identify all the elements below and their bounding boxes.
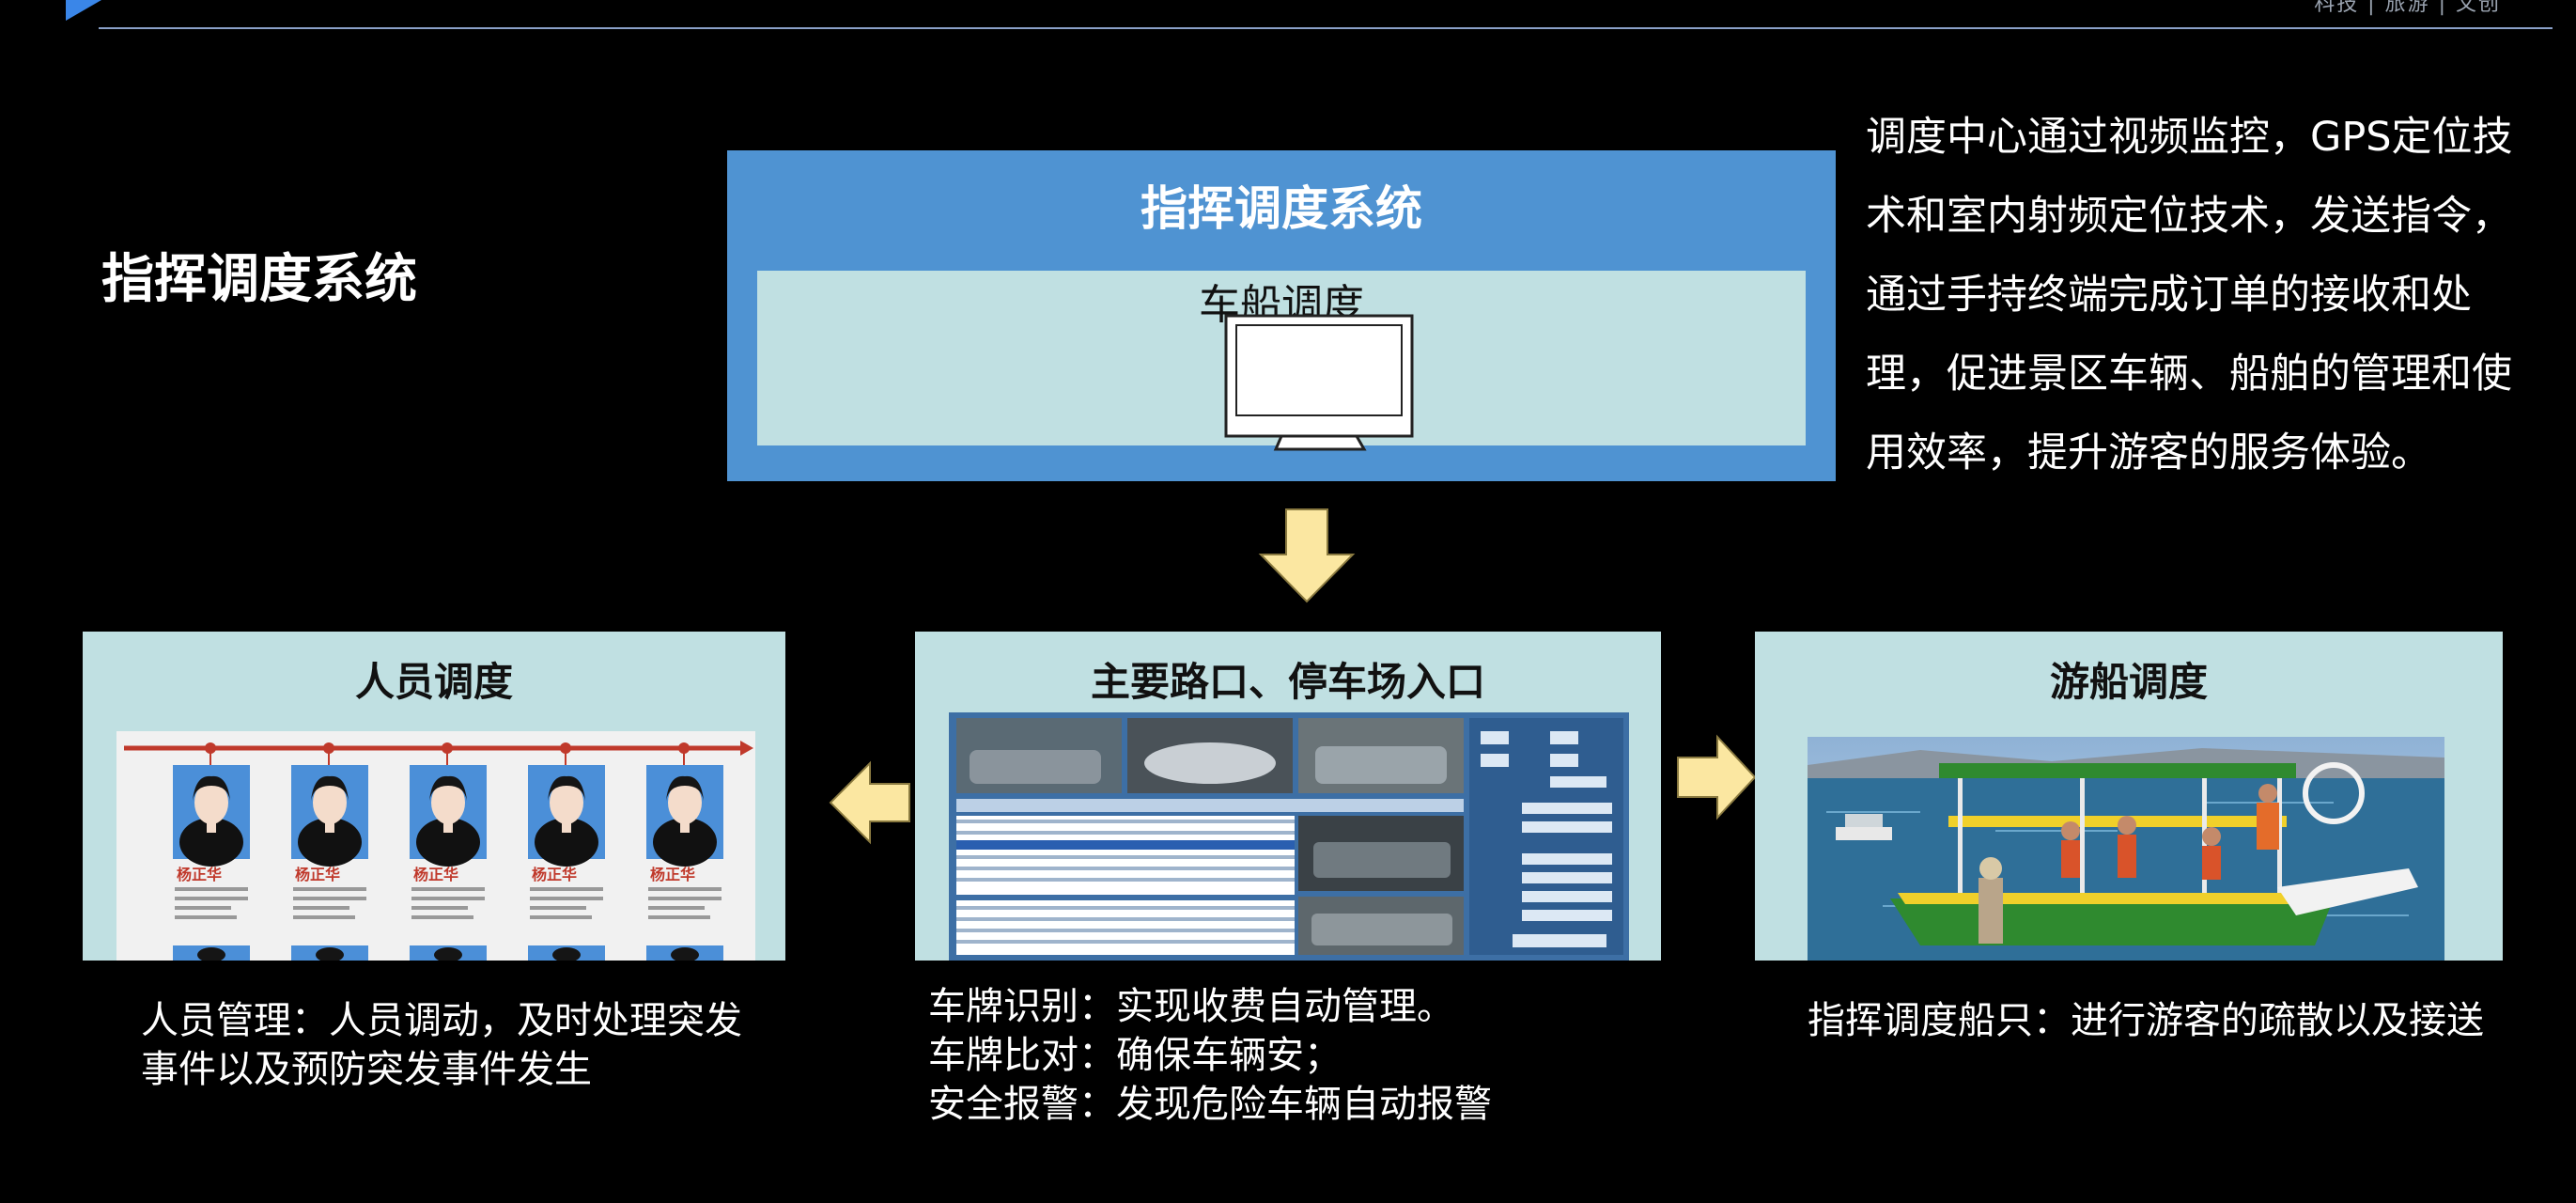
caption-line-plate-comparison: 车牌比对：确保车辆安； (928, 1034, 1342, 1077)
caption-line-security-alarm: 安全报警：发现危险车辆自动报警 (928, 1083, 1492, 1126)
command-system-box: 指挥调度系统 车船调度 (727, 150, 1836, 481)
arrow-right-icon (1677, 734, 1757, 820)
arrow-left-icon (829, 760, 910, 845)
system-description: 调度中心通过视频监控，GPS定位技术和室内射频定位技术，发送指令，通过手持终端完… (1866, 114, 2513, 477)
page-title: 指挥调度系统 (101, 249, 417, 310)
personnel-photo-roster-image: 杨正华 (116, 731, 755, 961)
arrow-down-icon (1258, 508, 1356, 603)
boat-dispatch-title: 游船调度 (2049, 659, 2208, 705)
command-system-title: 指挥调度系统 (1141, 181, 1422, 236)
vehicle-boat-dispatch-panel: 车船调度 (757, 271, 1806, 451)
id-name-text: 杨正华 (177, 866, 222, 883)
intersection-caption: 车牌识别：实现收费自动管理。 车牌比对：确保车辆安； 安全报警：发现危险车辆自动… (928, 982, 1642, 1129)
corner-accent (66, 0, 101, 21)
monitor-icon (1224, 314, 1414, 451)
header-tagline: 科技 | 旅游 | 文创 (2314, 0, 2501, 16)
personnel-caption: 人员管理：人员调动，及时处理突发事件以及预防突发事件发生 (141, 999, 742, 1091)
personnel-dispatch-title: 人员调度 (354, 659, 513, 705)
boat-dispatch-card: 游船调度 (1755, 632, 2503, 961)
header-rule (99, 27, 2553, 29)
personnel-dispatch-card: 人员调度 杨正华 (83, 632, 785, 961)
caption-line-plate-recognition: 车牌识别：实现收费自动管理。 (928, 985, 1454, 1028)
intersection-parking-card: 主要路口、停车场入口 (915, 632, 1661, 961)
plate-recognition-screenshot (949, 712, 1629, 961)
tour-boat-photo (1808, 737, 2444, 961)
intersection-parking-title: 主要路口、停车场入口 (1090, 659, 1485, 705)
boat-caption: 指挥调度船只：进行游客的疏散以及接送 (1808, 999, 2484, 1042)
